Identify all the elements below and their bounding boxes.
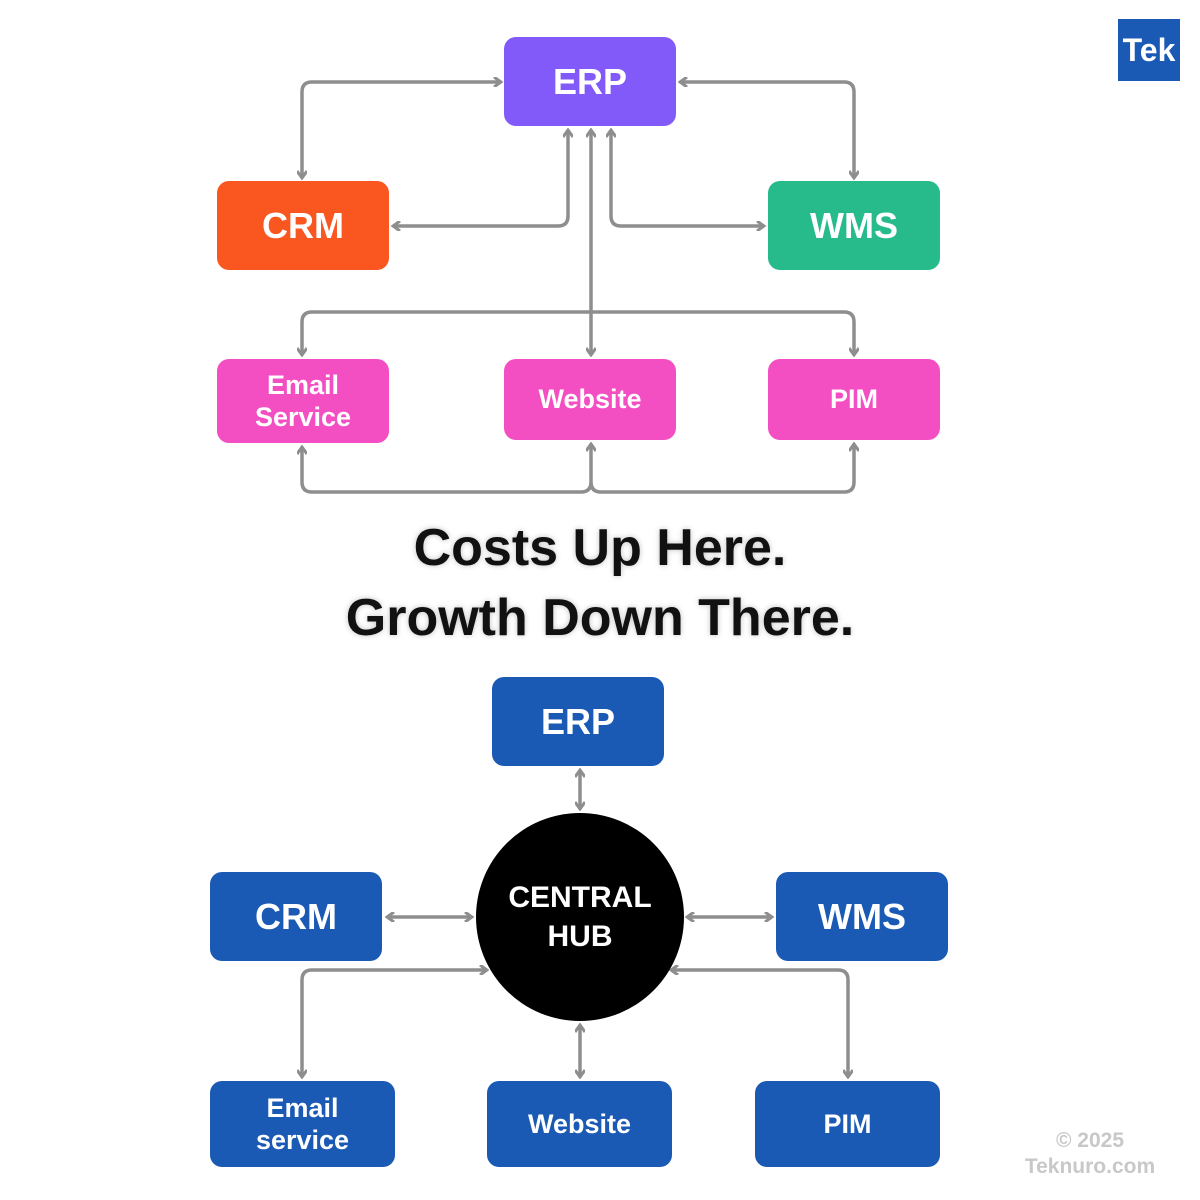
wms-node-bottom: WMS	[776, 872, 948, 961]
crm-label: CRM	[255, 895, 337, 937]
pim-node-top: PIM	[768, 359, 940, 440]
erp-node-bottom: ERP	[492, 677, 664, 766]
email-label-line2: service	[255, 1125, 350, 1155]
erp-node-top: ERP	[504, 37, 676, 126]
wms-node-top: WMS	[768, 181, 940, 270]
pim-label: PIM	[829, 384, 878, 415]
erp-label: ERP	[552, 60, 628, 102]
arrow-branch-pim	[591, 310, 854, 355]
headline-line-1: Costs Up Here.	[413, 519, 787, 577]
email-label-line2: Service	[254, 402, 352, 432]
arrow-hub-pim	[671, 970, 848, 1077]
arrow-pim-bottom	[589, 444, 854, 494]
arrow-email-bottom	[302, 447, 593, 494]
erp-label: ERP	[540, 700, 616, 742]
crm-label: CRM	[262, 204, 344, 246]
website-node-bottom: Website	[487, 1081, 672, 1167]
headline-line-2: Growth Down There.	[345, 589, 855, 647]
arrow-crm-erp-side	[393, 130, 568, 226]
copyright-text: © 2025	[1055, 1129, 1125, 1152]
pim-label: PIM	[823, 1108, 872, 1139]
website-label: Website	[538, 384, 642, 415]
email-label-line1: Email	[266, 369, 340, 400]
arrow-wms-erp-top	[680, 82, 854, 178]
crm-node-bottom: CRM	[210, 872, 382, 961]
hub-label-line1: CENTRAL	[508, 881, 652, 914]
arrow-hub-email	[302, 970, 487, 1077]
website-node-top: Website	[504, 359, 676, 440]
wms-label: WMS	[810, 204, 898, 246]
site-text: Teknuro.com	[1024, 1155, 1156, 1179]
arrow-crm-erp-top	[302, 82, 501, 178]
wms-label: WMS	[818, 895, 906, 937]
arrow-wms-erp-side	[611, 130, 764, 226]
website-label: Website	[527, 1108, 632, 1139]
crm-node-top: CRM	[217, 181, 389, 270]
pim-node-bottom: PIM	[755, 1081, 940, 1167]
hub-label-line2: HUB	[547, 920, 613, 953]
arrow-branch-email	[302, 310, 592, 355]
tek-logo: Tek	[1118, 19, 1180, 81]
email-label-line1: Email	[266, 1092, 339, 1123]
central-hub-node: CENTRAL HUB	[476, 813, 684, 1021]
